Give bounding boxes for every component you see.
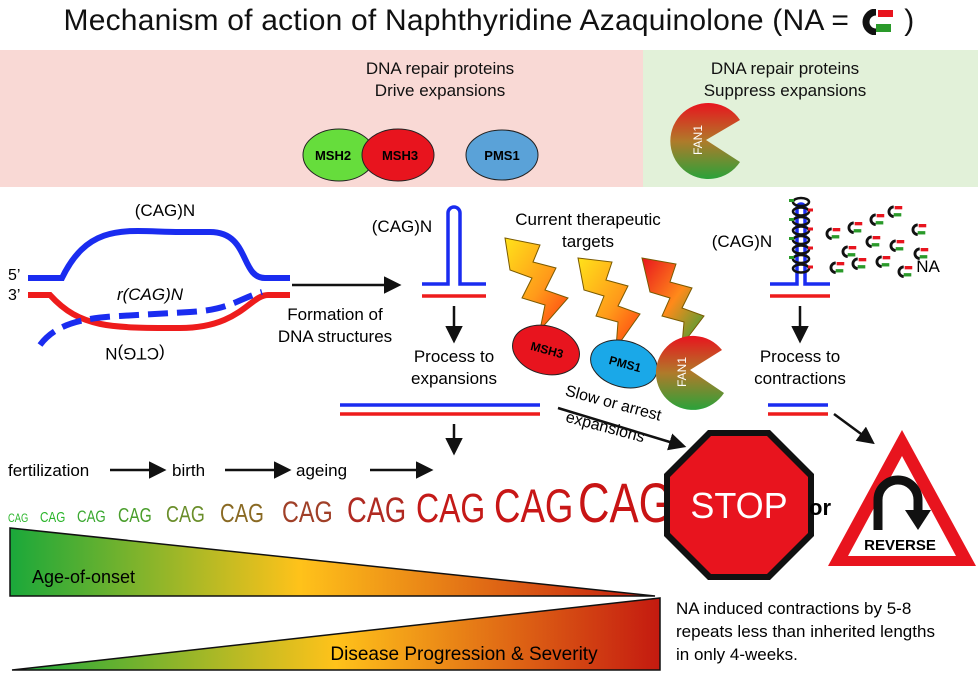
lightning-bolt-2-icon: [577, 257, 641, 350]
msh3-protein: MSH3: [361, 128, 435, 182]
na-label: NA: [916, 257, 940, 276]
disease-label: Disease Progression & Severity: [330, 644, 598, 665]
suppress-line-1: DNA repair proteins: [710, 59, 860, 78]
cag-repeat: CAG: [347, 491, 406, 530]
fan1-target: FAN1: [655, 335, 724, 410]
na-bound-tag-icon: [789, 256, 794, 259]
age-onset-wedge: [9, 527, 656, 597]
process-con-line-1: Process to: [760, 347, 840, 366]
pms1-label: PMS1: [484, 148, 519, 163]
top-repeat-label: (CAG)N: [135, 201, 195, 220]
page-title: Mechanism of action of Naphthyridine Aza…: [0, 4, 978, 38]
lightning-bolt-1-icon: [504, 237, 569, 332]
bottom-repeat-label: (CTG)N: [105, 344, 164, 363]
na-molecule-icon: [862, 9, 893, 36]
cag-repeat: CAG: [166, 502, 205, 528]
fan1-target-label: FAN1: [675, 357, 689, 387]
hairpin-label: (CAG)N: [372, 217, 432, 236]
drive-panel-heading: DNA repair proteins Drive expansions: [320, 58, 560, 102]
timeline-birth: birth: [172, 461, 205, 480]
formation-line-2: DNA structures: [278, 327, 392, 346]
pms1-target: PMS1: [590, 339, 658, 389]
title-close: ): [904, 4, 915, 37]
note-line-2: repeats less than inherited lengths: [676, 622, 935, 641]
na-bound-tag-icon: [808, 208, 813, 212]
dna-loop-structure: [28, 227, 290, 347]
na-molecule-icon: [841, 245, 857, 258]
age-onset-label: Age-of-onset: [32, 567, 135, 587]
na-molecule-icon: [847, 221, 863, 234]
five-prime-label: 5’: [8, 267, 20, 284]
cag-repeat: CAG: [77, 508, 106, 527]
fan1-protein-top: FAN1: [670, 103, 740, 180]
msh2-protein: MSH2: [302, 128, 376, 182]
suppress-panel-heading: DNA repair proteins Suppress expansions: [660, 58, 910, 102]
reverse-arrow: [833, 412, 875, 445]
reverse-sign-icon: REVERSE: [828, 430, 976, 566]
cag-repeat: CAG: [494, 480, 573, 532]
reverse-text: REVERSE: [864, 537, 936, 554]
title-text: Mechanism of action of Naphthyridine Aza…: [63, 4, 850, 37]
na-molecule-icon: [911, 223, 927, 236]
msh3-target: MSH3: [512, 324, 580, 376]
drive-line-2: Drive expansions: [374, 81, 506, 100]
na-molecule-icon: [889, 239, 905, 252]
na-bound-stack-icon: [789, 196, 813, 274]
process-con-line-2: contractions: [754, 369, 846, 388]
timeline-ageing: ageing: [296, 461, 347, 480]
na-bound-tag-icon: [789, 237, 794, 240]
cag-repeat: CAG: [282, 495, 333, 528]
cag-repeat: CAG: [416, 485, 485, 531]
stop-text: STOP: [690, 485, 787, 526]
na-bound-tag-icon: [808, 246, 813, 250]
na-free-molecules-icon: [825, 205, 929, 278]
cag-repeat: CAG: [118, 504, 152, 526]
cag-repeat: CAG: [220, 499, 264, 528]
na-bound-tag-icon: [789, 199, 794, 202]
formation-line-1: Formation of: [287, 305, 383, 324]
targets-line-1: Current therapeutic: [515, 210, 661, 229]
na-molecule-icon: [829, 261, 845, 274]
na-bound-tag-icon: [808, 265, 813, 269]
or-text: or: [809, 495, 831, 520]
pms1-protein: PMS1: [465, 129, 539, 181]
slow-arrow: [557, 406, 687, 451]
fan1-label-top: FAN1: [691, 125, 705, 155]
drive-line-1: DNA repair proteins: [365, 59, 515, 78]
right-hairpin-label: (CAG)N: [712, 232, 772, 251]
na-bound-tag-icon: [808, 227, 813, 231]
na-molecule-icon: [897, 265, 913, 278]
na-molecule-icon: [851, 257, 867, 270]
disease-wedge: [11, 597, 661, 671]
na-bound-tag-icon: [789, 218, 794, 221]
msh2-label: MSH2: [315, 148, 351, 163]
msh3-label: MSH3: [382, 148, 418, 163]
three-prime-label: 3’: [8, 287, 20, 304]
na-molecule-icon: [875, 255, 891, 268]
na-bound-ring-icon: [791, 196, 811, 208]
stop-sign-icon: STOP: [664, 430, 814, 580]
targets-line-2: targets: [562, 232, 614, 251]
hairpin-structure: [422, 205, 486, 298]
na-molecule-icon: [913, 247, 929, 260]
cag-repeat: CAG: [40, 509, 65, 526]
na-molecule-icon: [869, 213, 885, 226]
na-molecule-icon: [887, 205, 903, 218]
note-line-1: NA induced contractions by 5-8: [676, 599, 911, 618]
cag-repeat: CAG: [8, 512, 28, 525]
na-molecule-icon: [825, 227, 841, 240]
na-molecule-icon: [865, 235, 881, 248]
process-exp-line-2: expansions: [411, 369, 497, 388]
timeline-fert: fertilization: [8, 461, 89, 480]
cag-repeat: CAG: [578, 472, 673, 534]
note-line-3: in only 4-weeks.: [676, 645, 798, 664]
suppress-line-2: Suppress expansions: [703, 81, 867, 100]
process-exp-line-1: Process to: [414, 347, 494, 366]
r-repeat-label: r(CAG)N: [117, 285, 184, 304]
lightning-bolt-3-icon: [641, 257, 705, 347]
